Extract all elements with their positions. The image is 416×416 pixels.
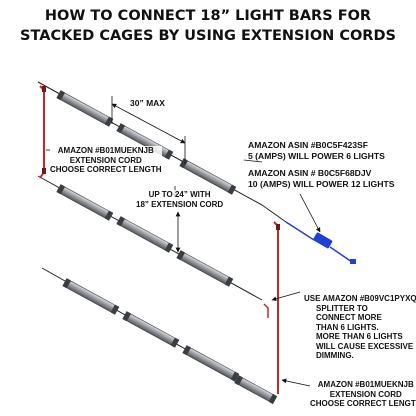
extension-cord-right (263, 221, 280, 394)
extension-cord-callout-top: AMAZON #B01MUEKNJB EXTENSION CORD CHOOSE… (50, 146, 162, 175)
asin-10-amp-callout: AMAZON ASIN # B0C5F68DJV 10 (AMPS) WILL … (248, 168, 395, 189)
light-bar (176, 250, 234, 287)
diagram-title: HOW TO CONNECT 18” LIGHT BARS FOR STACKE… (0, 6, 416, 46)
row-2 (37, 175, 263, 301)
power-adapter (285, 221, 356, 264)
light-bar (182, 345, 240, 382)
splitter-callout: USE AMAZON #B09VC1PYXQ SPLITTER TO CONNE… (304, 294, 416, 361)
spacing-label: 30” MAX (130, 98, 165, 109)
light-bar (56, 90, 114, 127)
row-3 (41, 267, 278, 405)
light-bar (56, 184, 114, 221)
light-bar (122, 311, 180, 348)
light-bar (62, 278, 120, 315)
extension-cord-left (39, 85, 46, 179)
row1-wire-lead (261, 204, 287, 223)
title-line-1: HOW TO CONNECT 18” LIGHT BARS FOR (44, 8, 372, 24)
dimension-30-max (111, 96, 186, 164)
light-bar (116, 216, 174, 253)
light-bar (179, 158, 237, 195)
title-line-2: STACKED CAGES BY USING EXTENSION CORDS (20, 28, 396, 44)
spacing-24-callout: UP TO 24” WITH 18” EXTENSION CORD (136, 190, 224, 209)
light-bar (234, 375, 278, 405)
extension-cord-callout-bottom: AMAZON #B01MUEKNJB EXTENSION CORD CHOOSE… (310, 380, 416, 409)
callout-leaders (46, 149, 321, 387)
asin-5-amp-callout: AMAZON ASIN #B0C5F423SF 5 (AMPS) WILL PO… (248, 140, 385, 161)
